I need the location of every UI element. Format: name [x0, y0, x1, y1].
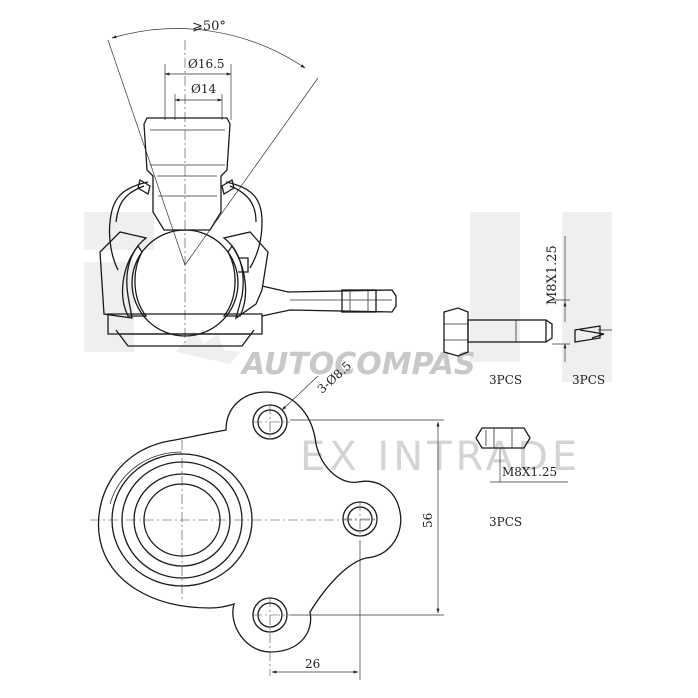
nut-drawing: M8X1.25 3PCS	[475, 427, 568, 529]
ball-joint-section-view: ⩾50° Ø16.5 Ø14	[99, 19, 397, 347]
angle-label: ⩾50°	[192, 19, 226, 34]
height-label: 56	[421, 513, 435, 528]
thread-label: M8X1.25	[545, 245, 560, 305]
dia-outer-label: Ø16.5	[188, 57, 225, 71]
washer-qty: 3PCS	[572, 373, 605, 387]
watermark-brand: AUTOCOMPAS	[240, 347, 476, 382]
bolt-qty: 3PCS	[489, 373, 522, 387]
bolt-drawing: M8X1.25 3PCS	[443, 236, 570, 387]
dia-inner-label: Ø14	[191, 82, 216, 96]
nut-thread-label: M8X1.25	[502, 465, 557, 479]
nut-qty: 3PCS	[489, 515, 522, 529]
flange-plan-view: 3-Ø8.5 56 26	[90, 359, 444, 680]
width-label: 26	[305, 657, 320, 671]
washer-drawing: 3PCS	[572, 325, 612, 387]
